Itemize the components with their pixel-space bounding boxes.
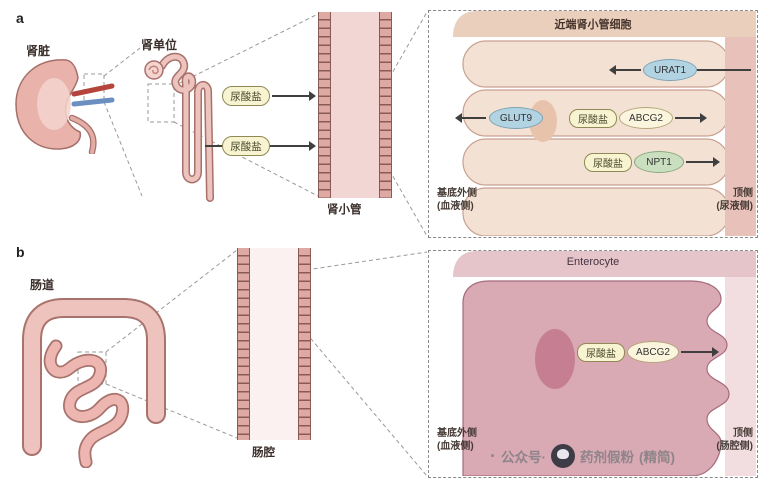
gut-tube-illustration <box>237 248 311 440</box>
nephron-illustration <box>144 52 214 202</box>
tubule-wall-right <box>379 12 392 198</box>
gut-wall-right <box>298 248 311 440</box>
apical-side-label: 顶侧 (尿液侧) <box>716 188 753 212</box>
enterocyte-detail-panel: Enterocyte 尿酸盐 ABCG2 基底外侧 (血液侧) 顶侧 (肠腔侧) <box>428 250 758 478</box>
urat1-arrow <box>609 65 641 75</box>
basolateral-side-label-gut: 基底外侧 (血液侧) <box>437 428 477 452</box>
transporter-urat1: URAT1 <box>643 59 697 81</box>
tubule-lumen <box>331 12 379 198</box>
watermark-name: 药剂假粉 <box>580 450 634 465</box>
renal-tubule-illustration <box>318 12 392 198</box>
apical-side-label-gut: 顶侧 (肠腔侧) <box>716 428 753 452</box>
urate-secretion-arrow-top <box>272 91 316 101</box>
watermark-suffix: (精简) <box>639 450 675 465</box>
transporter-abcg2: ABCG2 <box>619 107 673 129</box>
intestine-label: 肠道 <box>30 278 55 292</box>
abcg2-arrow <box>675 113 707 123</box>
nephron-label: 肾单位 <box>141 38 178 52</box>
glut9-arrow <box>455 113 486 123</box>
gut-lumen <box>250 248 298 440</box>
transporter-abcg2-gut: ABCG2 <box>627 341 679 363</box>
urat1-inflow-line <box>697 69 751 71</box>
enterocyte-detail-title: Enterocyte <box>566 256 620 268</box>
panel-b-label: b <box>16 244 25 260</box>
kidney-illustration <box>15 59 115 154</box>
abcg2-gut-arrow <box>681 347 719 357</box>
urate-box-mid: 尿酸盐 <box>569 109 617 128</box>
kidney-label: 肾脏 <box>26 44 51 58</box>
intestine-illustration <box>22 298 166 468</box>
watermark-logo-icon <box>551 444 575 468</box>
urate-box-bottom: 尿酸盐 <box>584 153 632 172</box>
enterocyte-illustration <box>453 251 756 476</box>
transporter-npt1: NPT1 <box>634 151 684 173</box>
urate-box-flow-bottom: 尿酸盐 <box>222 136 270 156</box>
transporter-glut9: GLUT9 <box>489 107 543 129</box>
panel-a-label: a <box>16 10 24 26</box>
watermark-account-type: 公众号· <box>501 450 546 465</box>
tubule-label: 肾小管 <box>327 204 362 216</box>
kidney-detail-title: 近端肾小管细胞 <box>554 19 632 31</box>
urate-box-enterocyte: 尿酸盐 <box>577 343 625 362</box>
npt1-arrow <box>686 157 720 167</box>
gut-lumen-label: 肠腔 <box>252 447 275 459</box>
watermark-dot: · <box>490 446 496 466</box>
urate-box-flow-top: 尿酸盐 <box>222 86 270 106</box>
watermark: · 公众号· 药剂假粉 (精简) <box>478 438 748 474</box>
kidney-detail-panel: 近端肾小管细胞 URAT1 GLUT9 尿酸盐 ABCG2 尿酸盐 NPT1 基… <box>428 10 758 238</box>
basolateral-side-label: 基底外侧 (血液侧) <box>437 188 477 212</box>
tubule-wall-left <box>318 12 331 198</box>
gut-wall-left <box>237 248 250 440</box>
